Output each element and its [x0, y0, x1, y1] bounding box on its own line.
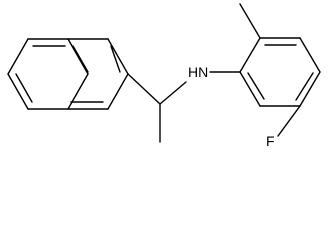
naphthalene-left-ring [7, 38, 69, 110]
fluorine-label: F [266, 133, 275, 149]
molecule-canvas: HN F [7, 3, 321, 149]
fluorine-bond [277, 105, 301, 137]
naphthalene-right-ring [67, 38, 129, 110]
chemical-structure-diagram: HN F [7, 3, 321, 149]
fluoro-methyl-phenyl-ring [239, 37, 321, 107]
ethyl-linker [127, 73, 187, 143]
amine-label: HN [188, 64, 208, 80]
methyl-bond [239, 3, 261, 39]
